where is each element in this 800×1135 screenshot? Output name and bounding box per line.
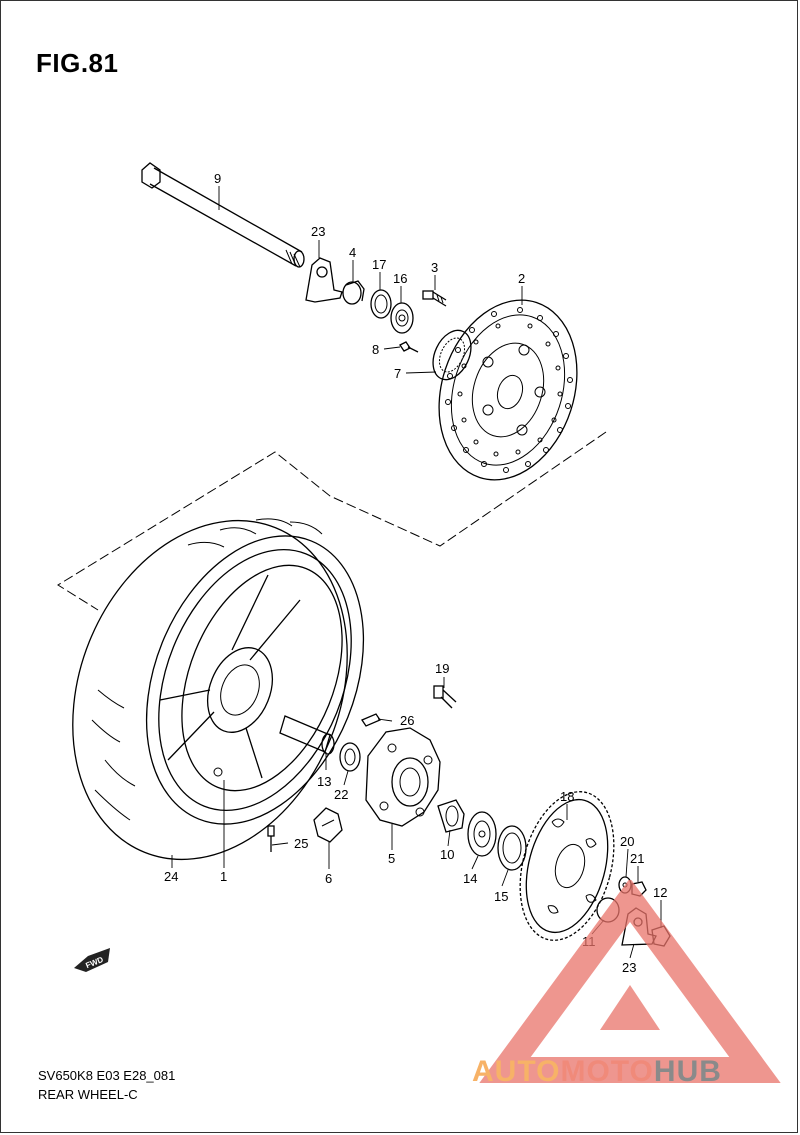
callout-14: 14 (463, 871, 477, 886)
disc-vent-holes (445, 307, 573, 473)
upper-assembly-plane (57, 431, 607, 611)
callout-16: 16 (393, 271, 407, 286)
watermark-auto: AUTO (472, 1055, 561, 1088)
bearing-lower[interactable] (467, 811, 497, 857)
hub-oil-seal[interactable] (339, 742, 361, 772)
callout-2: 2 (518, 271, 525, 286)
figure-title: FIG.81 (36, 48, 119, 78)
callout-labels: 9 23 4 17 16 3 2 8 7 19 26 13 22 5 10 14… (164, 171, 667, 975)
spacer-collar[interactable] (342, 280, 365, 305)
rear-tire[interactable] (24, 479, 404, 901)
callout-1: 1 (220, 869, 227, 884)
axle-shaft[interactable] (141, 162, 305, 268)
bearing-upper[interactable] (390, 302, 414, 334)
brake-disc[interactable] (417, 282, 599, 498)
leader-lines (171, 186, 662, 959)
sensor-ring-screw[interactable] (399, 341, 419, 353)
damper-pin[interactable] (361, 713, 381, 727)
rear-sprocket[interactable] (505, 781, 629, 951)
forward-direction-badge: FWD (74, 948, 110, 972)
callout-23-lower: 23 (622, 960, 636, 975)
section-name: REAR WHEEL-C (38, 1087, 138, 1102)
diagram-footer: SV650K8 E03 E28_081 REAR WHEEL-C (38, 1066, 175, 1104)
chain-adjuster-upper[interactable] (305, 257, 343, 303)
callout-3: 3 (431, 260, 438, 275)
callout-25: 25 (294, 836, 308, 851)
disc-mounting-holes (482, 344, 546, 436)
callout-19: 19 (435, 661, 449, 676)
callout-15: 15 (494, 889, 508, 904)
tire-valve[interactable] (267, 825, 275, 852)
model-code: SV650K8 E03 E28_081 (38, 1068, 176, 1083)
wheel-damper[interactable] (313, 807, 343, 843)
sprocket-stud-bolt[interactable] (433, 685, 457, 709)
disc-bolt[interactable] (422, 290, 447, 307)
callout-21: 21 (630, 851, 644, 866)
callout-9: 9 (214, 171, 221, 186)
callout-5: 5 (388, 851, 395, 866)
watermark-moto: MOTO (560, 1055, 654, 1088)
callout-22: 22 (334, 787, 348, 802)
hub-spacer-tube[interactable] (279, 715, 335, 755)
callout-4: 4 (349, 245, 356, 260)
watermark-text: AUTOMOTOHUB (472, 1055, 722, 1089)
callout-20: 20 (620, 834, 634, 849)
callout-18: 18 (560, 789, 574, 804)
watermark-hub: HUB (653, 1055, 722, 1088)
callout-6: 6 (325, 871, 332, 886)
rear-wheel-rim[interactable] (122, 521, 387, 839)
sprocket-mounting-drum[interactable] (365, 727, 441, 827)
watermark-logo (479, 880, 781, 1083)
callout-26: 26 (400, 713, 414, 728)
callout-17: 17 (372, 257, 386, 272)
oil-seal[interactable] (370, 289, 392, 319)
callout-8: 8 (372, 342, 379, 357)
callout-13: 13 (317, 774, 331, 789)
callout-23-upper: 23 (311, 224, 325, 239)
callout-24: 24 (164, 869, 178, 884)
callout-7: 7 (394, 366, 401, 381)
sprocket-oil-seal[interactable] (497, 825, 527, 871)
callout-10: 10 (440, 847, 454, 862)
callout-12: 12 (653, 885, 667, 900)
sprocket-spacer[interactable] (437, 799, 465, 833)
